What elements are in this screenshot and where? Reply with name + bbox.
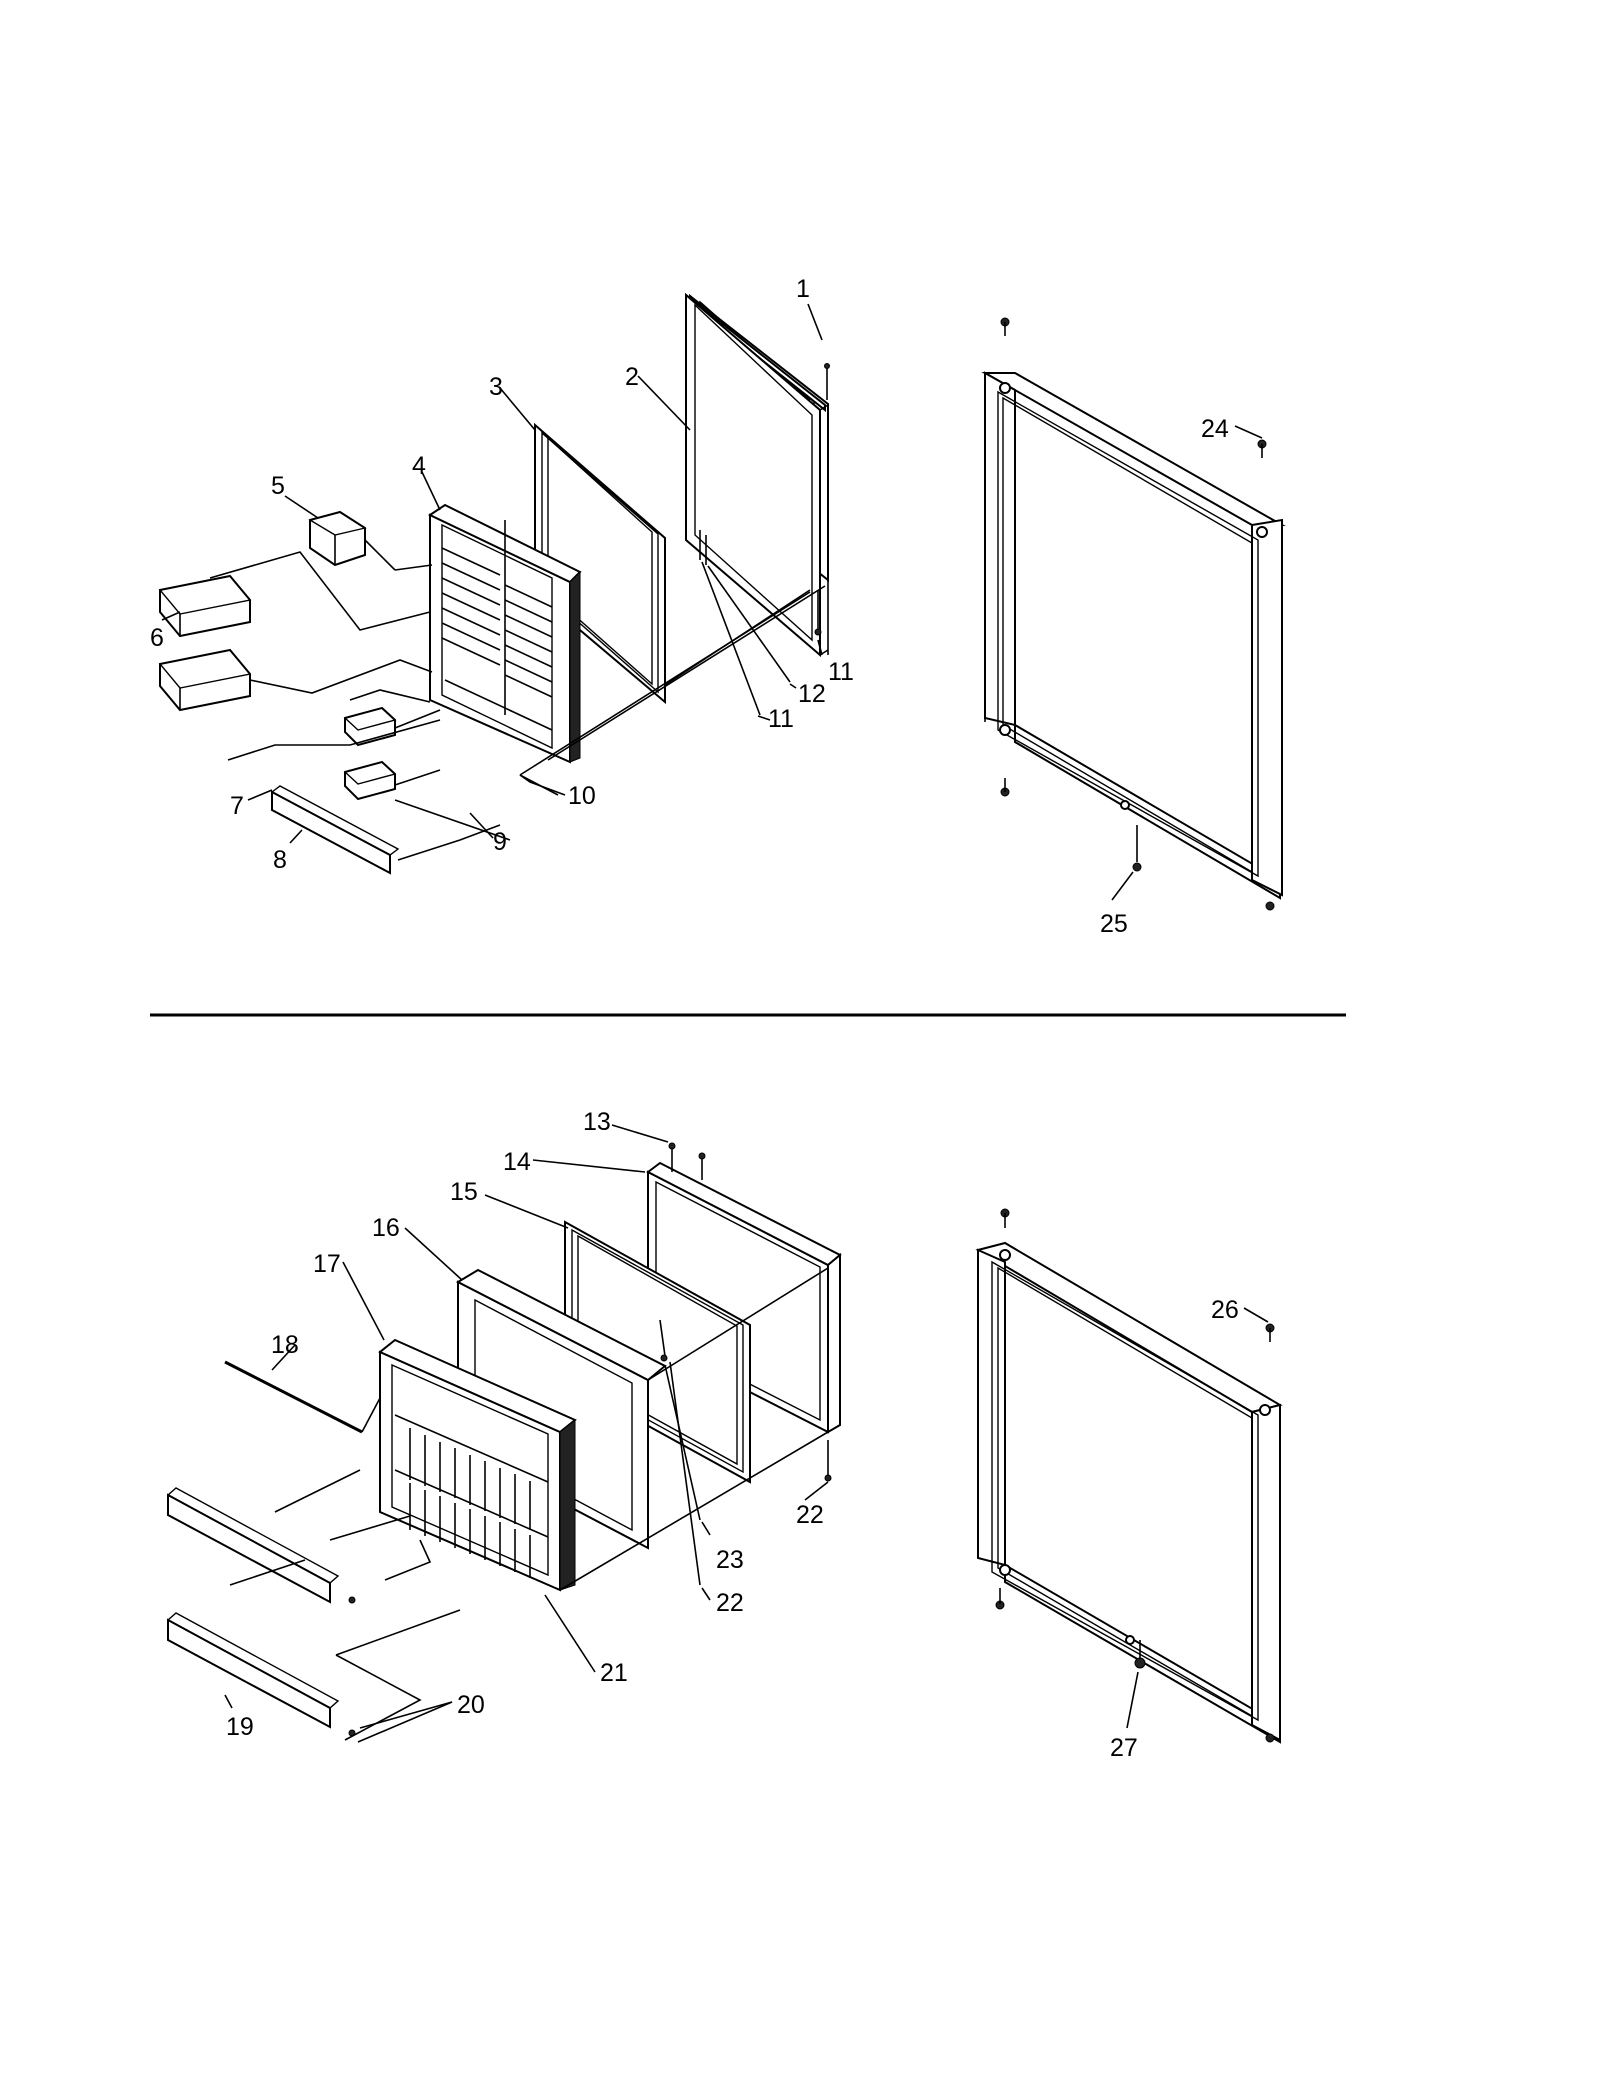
callout-25: 25: [1100, 910, 1128, 938]
callout-11-right: 11: [828, 658, 854, 686]
part-17-drawer-liner: [378, 1338, 577, 1592]
callout-21: 21: [600, 1659, 628, 1687]
frame-screws-top: [1000, 317, 1275, 911]
part-1-screw: [824, 363, 830, 400]
callout-2: 2: [625, 363, 639, 391]
part-11-12-hinge-hardware: [699, 530, 822, 716]
callout-19: 19: [226, 1713, 254, 1741]
top-cabinet-frame: [981, 317, 1286, 911]
callout-15: 15: [450, 1178, 478, 1206]
callout-6: 6: [150, 624, 164, 652]
callout-23: 23: [716, 1546, 744, 1574]
part-4-inner-liner: [427, 503, 582, 764]
callout-14: 14: [503, 1148, 531, 1176]
part-9-small-bins: [343, 689, 511, 841]
callout-9: 9: [493, 828, 507, 856]
part-8-shelf-rail: [227, 719, 501, 875]
part-18-rod: [224, 1360, 381, 1434]
bottom-drawer-assembly: [166, 1124, 842, 1743]
callout-10: 10: [568, 782, 596, 810]
frame-screws-bottom: [995, 1208, 1275, 1743]
callout-26: 26: [1211, 1296, 1239, 1324]
part-5-dairy-cover: [308, 510, 433, 571]
part-14-outer-panel: [646, 1161, 842, 1434]
callout-7: 7: [230, 792, 244, 820]
callout-3: 3: [489, 373, 503, 401]
callout-17: 17: [313, 1250, 341, 1278]
callout-1: 1: [796, 275, 810, 303]
part-19-bottom-rails: [166, 1469, 461, 1741]
bottom-cabinet-frame: [975, 1208, 1283, 1744]
callout-20: 20: [457, 1691, 485, 1719]
part-22-23-hardware: [659, 1319, 832, 1586]
part-6-door-bins: [158, 551, 433, 712]
part-13-screws: [668, 1142, 706, 1180]
callout-12: 12: [798, 680, 826, 708]
callout-4: 4: [412, 452, 426, 480]
part-3-gasket: [534, 422, 666, 705]
callout-22-upper: 22: [796, 1501, 824, 1529]
top-door-assembly: [158, 292, 830, 875]
callout-22-lower: 22: [716, 1589, 744, 1617]
callout-labels: 1 2 3 4 5 6 7 8 9 10 11 11 12 13 14 15 1…: [150, 275, 1239, 1762]
callout-13: 13: [583, 1108, 611, 1136]
callout-24: 24: [1201, 415, 1229, 443]
callout-16: 16: [372, 1214, 400, 1242]
callout-11-left: 11: [768, 705, 794, 733]
callout-18: 18: [271, 1331, 299, 1359]
callout-5: 5: [271, 472, 285, 500]
callout-8: 8: [273, 846, 287, 874]
callout-27: 27: [1110, 1734, 1138, 1762]
